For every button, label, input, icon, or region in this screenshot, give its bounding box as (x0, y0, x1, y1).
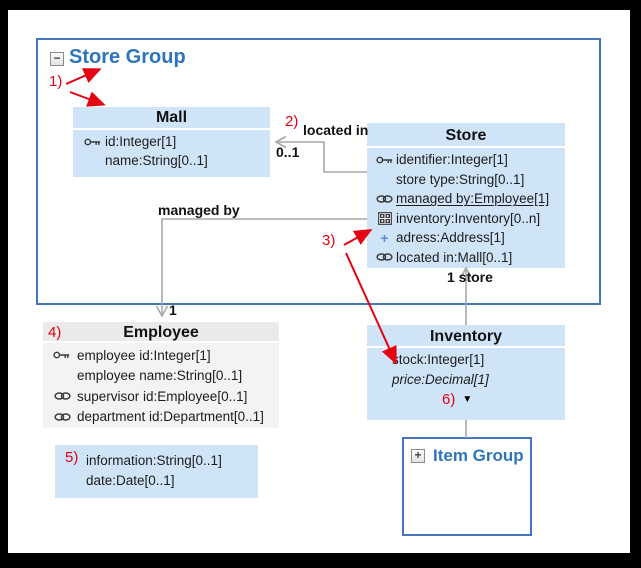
attribute-row[interactable]: id:Integer[1] (81, 132, 270, 151)
attribute-text: price:Decimal[1] (392, 371, 489, 387)
attribute-row[interactable]: + adress:Address[1] (373, 228, 565, 248)
class-mall-title[interactable]: Mall (73, 107, 270, 130)
annotation-6: 6) (442, 390, 456, 408)
class-inventory-title[interactable]: Inventory (367, 325, 565, 348)
chain-link-icon (373, 252, 396, 262)
key-icon (47, 350, 77, 360)
attribute-text: name:String[0..1] (105, 153, 208, 168)
dropdown-triangle-icon[interactable]: ▼ (462, 393, 473, 405)
chain-link-icon (47, 391, 77, 401)
attribute-text: department id:Department[0..1] (77, 409, 264, 425)
attribute-text: employee name:String[0..1] (77, 368, 243, 384)
edge-multiplicity-0-1: 0..1 (276, 144, 300, 160)
plus-attribute-icon: + (380, 229, 389, 246)
key-icon (81, 137, 105, 147)
attribute-text: inventory:Inventory[0..n] (396, 210, 541, 226)
attribute-text: located in:Mall[0..1] (396, 249, 513, 265)
edge-managed-by-open-arrowhead (155, 305, 169, 318)
annotation-4: 4) (48, 324, 62, 341)
attribute-row[interactable]: store type:String[0..1] (373, 170, 565, 190)
collapse-minus-icon[interactable]: − (50, 52, 64, 66)
attribute-text: information:String[0..1] (86, 453, 222, 469)
attribute-text: managed by:Employee[1] (396, 191, 550, 207)
attribute-text: identifier:Integer[1] (396, 152, 508, 168)
dropdown-row[interactable]: 6) ▼ (392, 389, 565, 409)
attribute-row[interactable]: managed by:Employee[1] (373, 189, 565, 209)
attribute-text: supervisor id:Employee[0..1] (77, 388, 248, 404)
attribute-row[interactable]: stock:Integer[1] (392, 350, 565, 370)
edge-label-managed-by: managed by (158, 202, 240, 218)
chain-link-icon (47, 412, 77, 422)
key-icon (373, 155, 396, 165)
attribute-row[interactable]: supervisor id:Employee[0..1] (47, 386, 279, 407)
attribute-row[interactable]: price:Decimal[1] (392, 370, 565, 390)
attribute-text: store type:String[0..1] (396, 171, 525, 187)
expand-plus-icon[interactable]: + (411, 449, 425, 463)
chain-link-icon (373, 194, 396, 204)
attribute-row[interactable]: employee id:Integer[1] (47, 345, 279, 366)
attribute-text: employee id:Integer[1] (77, 347, 211, 363)
attribute-row[interactable]: information:String[0..1] (86, 451, 258, 471)
annotation-5: 5) (65, 449, 79, 466)
attribute-row[interactable]: date:Date[0..1] (86, 471, 258, 491)
attribute-row[interactable]: department id:Department[0..1] (47, 407, 279, 428)
edge-label-located-in: located in (303, 122, 369, 138)
class-mall[interactable]: Mall id:Integer[1] name:String[0..1] (73, 107, 270, 177)
edge-multiplicity-1: 1 (169, 302, 177, 318)
attribute-row[interactable]: employee name:String[0..1] (47, 366, 279, 387)
class-employee-title[interactable]: Employee (43, 322, 279, 343)
attribute-row[interactable]: located in:Mall[0..1] (373, 248, 565, 268)
attribute-text: date:Date[0..1] (86, 472, 175, 488)
edge-label-1-store: 1 store (447, 269, 493, 285)
attribute-text: adress:Address[1] (396, 230, 505, 246)
attribute-text: stock:Integer[1] (392, 352, 485, 368)
annotation-1: 1) (49, 73, 63, 90)
attribute-row[interactable]: name:String[0..1] (81, 151, 270, 170)
class-store[interactable]: Store identifier:Integer[1] store type:S… (367, 123, 565, 268)
attribute-text: id:Integer[1] (105, 134, 177, 149)
class-inventory[interactable]: Inventory stock:Integer[1] price:Decimal… (367, 325, 565, 420)
store-group-title: Store Group (69, 46, 186, 68)
attribute-row[interactable]: inventory:Inventory[0..n] (373, 209, 565, 229)
item-group-title: Item Group (433, 446, 524, 465)
attribute-row[interactable]: identifier:Integer[1] (373, 150, 565, 170)
fragment-attribute-box[interactable]: information:String[0..1] date:Date[0..1] (55, 445, 258, 498)
class-employee[interactable]: Employee employee id:Integer[1] employee… (43, 322, 279, 428)
class-store-title[interactable]: Store (367, 123, 565, 148)
table-grid-icon (373, 211, 396, 225)
annotation-3: 3) (322, 232, 336, 249)
annotation-2: 2) (285, 113, 299, 130)
